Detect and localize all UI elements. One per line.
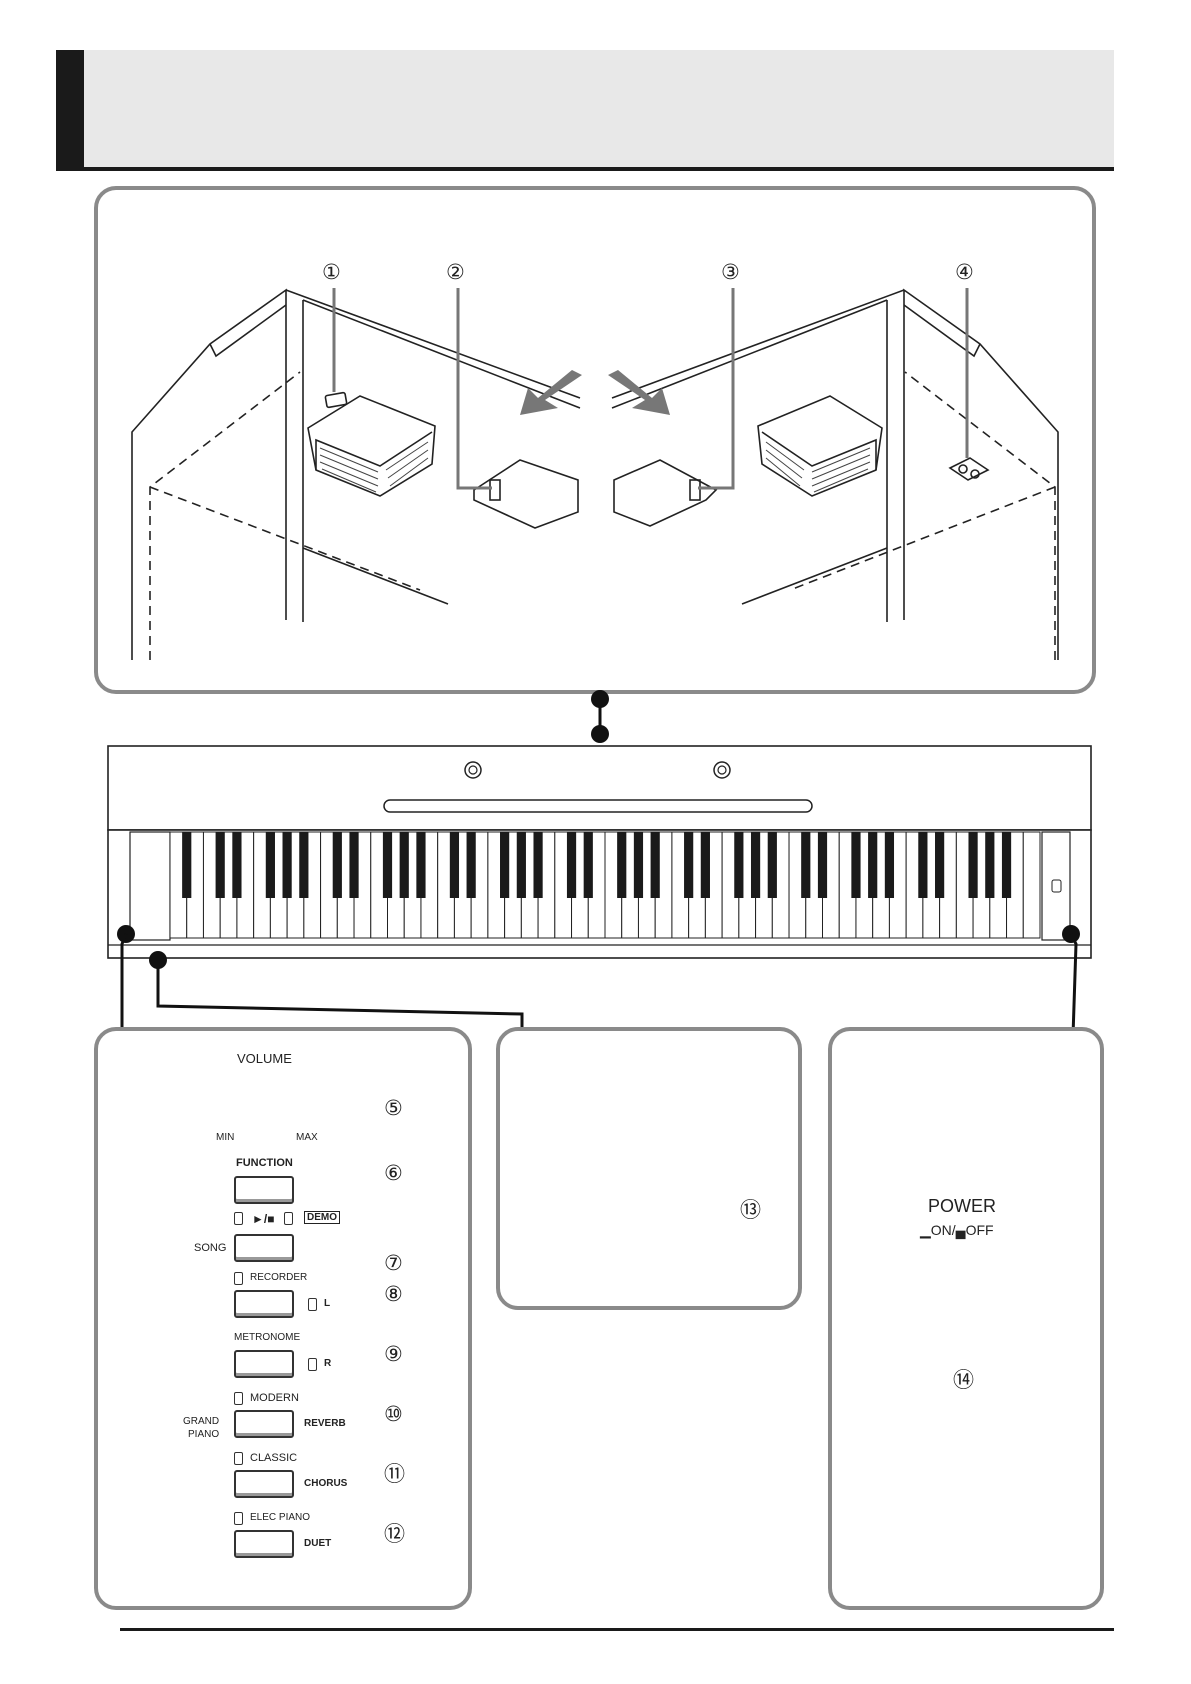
callout-2: ②	[446, 260, 465, 284]
black-key	[282, 832, 292, 898]
black-key	[700, 832, 710, 898]
callout-4: ④	[955, 260, 974, 284]
black-key	[684, 832, 694, 898]
keyboard-front-view	[107, 745, 1092, 959]
duet-label: DUET	[304, 1538, 332, 1549]
callout-14: ⑭	[953, 1368, 974, 1392]
right-side-outline	[903, 288, 1059, 660]
black-key	[884, 832, 895, 898]
recorder-button[interactable]	[234, 1290, 294, 1318]
black-key	[767, 832, 777, 898]
black-key	[583, 832, 593, 898]
left-side-outline	[131, 288, 287, 660]
recorder-label: RECORDER	[250, 1272, 308, 1283]
callout-7: ⑦	[384, 1251, 403, 1275]
black-key	[182, 832, 192, 898]
page-header-bar	[56, 50, 1114, 171]
black-key	[332, 832, 342, 898]
callout-1: ①	[322, 260, 341, 284]
elec-piano-led	[234, 1512, 243, 1525]
song-button[interactable]	[234, 1234, 294, 1262]
play-stop-label: ►/■	[252, 1212, 275, 1226]
black-key	[918, 832, 928, 898]
black-key	[215, 832, 225, 898]
classic-button[interactable]	[234, 1470, 294, 1498]
callout-13: ⑬	[740, 1198, 761, 1222]
black-key	[382, 832, 393, 898]
black-key	[566, 832, 577, 898]
volume-max-label: MAX	[296, 1132, 318, 1143]
black-key	[516, 832, 526, 898]
volume-min-label: MIN	[216, 1132, 235, 1143]
callout-8: ⑧	[384, 1282, 403, 1306]
metronome-label: METRONOME	[234, 1332, 301, 1343]
track-r-led	[308, 1358, 317, 1371]
callout-9: ⑨	[384, 1342, 403, 1366]
metronome-button[interactable]	[234, 1350, 294, 1378]
black-key	[299, 832, 309, 898]
black-key	[734, 832, 744, 898]
demo-label: DEMO	[304, 1211, 340, 1224]
black-key	[801, 832, 811, 898]
track-r-label: R	[324, 1358, 332, 1369]
song-led-left	[234, 1212, 243, 1225]
black-key	[817, 832, 828, 898]
power-label: POWER	[928, 1196, 997, 1216]
volume-label: VOLUME	[237, 1051, 292, 1066]
chorus-label: CHORUS	[304, 1478, 348, 1489]
arrow-right	[608, 370, 670, 415]
black-key	[466, 832, 476, 898]
black-key	[750, 832, 761, 898]
control-panel-closeup	[94, 1027, 472, 1610]
song-led-right	[284, 1212, 293, 1225]
track-l-label: L	[324, 1298, 331, 1309]
black-key	[449, 832, 460, 898]
black-keys	[182, 832, 1012, 898]
black-key	[533, 832, 543, 898]
black-key	[851, 832, 861, 898]
modern-label: MODERN	[250, 1392, 299, 1404]
black-key	[265, 832, 275, 898]
black-key	[650, 832, 660, 898]
callout-6: ⑥	[384, 1161, 403, 1185]
black-key	[633, 832, 644, 898]
power-on-off-label: ▁ON/▄OFF	[920, 1222, 994, 1238]
black-key	[1001, 832, 1012, 898]
grand-piano-label-2: PIANO	[188, 1429, 220, 1440]
callout-10: ⑩	[384, 1402, 403, 1426]
black-key	[617, 832, 627, 898]
power-panel-closeup	[828, 1027, 1104, 1610]
modern-button[interactable]	[234, 1410, 294, 1438]
black-key	[232, 832, 242, 898]
callout-3: ③	[721, 260, 740, 284]
classic-led	[234, 1452, 243, 1465]
black-key	[968, 832, 978, 898]
black-key	[399, 832, 409, 898]
track-l-led	[308, 1298, 317, 1311]
header-accent-block	[56, 50, 84, 167]
arrow-left	[520, 370, 582, 415]
callout-11: ⑪	[384, 1462, 405, 1486]
callout-12: ⑫	[384, 1522, 405, 1546]
black-key	[935, 832, 945, 898]
black-key	[500, 832, 510, 898]
song-label: SONG	[194, 1242, 227, 1254]
callout-5: ⑤	[384, 1096, 403, 1120]
black-key	[985, 832, 995, 898]
elec-piano-label: ELEC PIANO	[250, 1512, 311, 1523]
footer-rule	[120, 1628, 1114, 1631]
function-button[interactable]	[234, 1176, 294, 1204]
grand-piano-label-1: GRAND	[183, 1416, 220, 1427]
black-key	[416, 832, 426, 898]
reverb-label: REVERB	[304, 1418, 346, 1429]
classic-label: CLASSIC	[250, 1452, 298, 1464]
black-key	[349, 832, 359, 898]
elec-piano-button[interactable]	[234, 1530, 294, 1558]
function-label: FUNCTION	[236, 1157, 293, 1169]
modern-led	[234, 1392, 243, 1405]
white-key	[1022, 831, 1041, 939]
black-key	[868, 832, 878, 898]
recorder-led	[234, 1272, 243, 1285]
jack-panel-closeup	[496, 1027, 802, 1310]
